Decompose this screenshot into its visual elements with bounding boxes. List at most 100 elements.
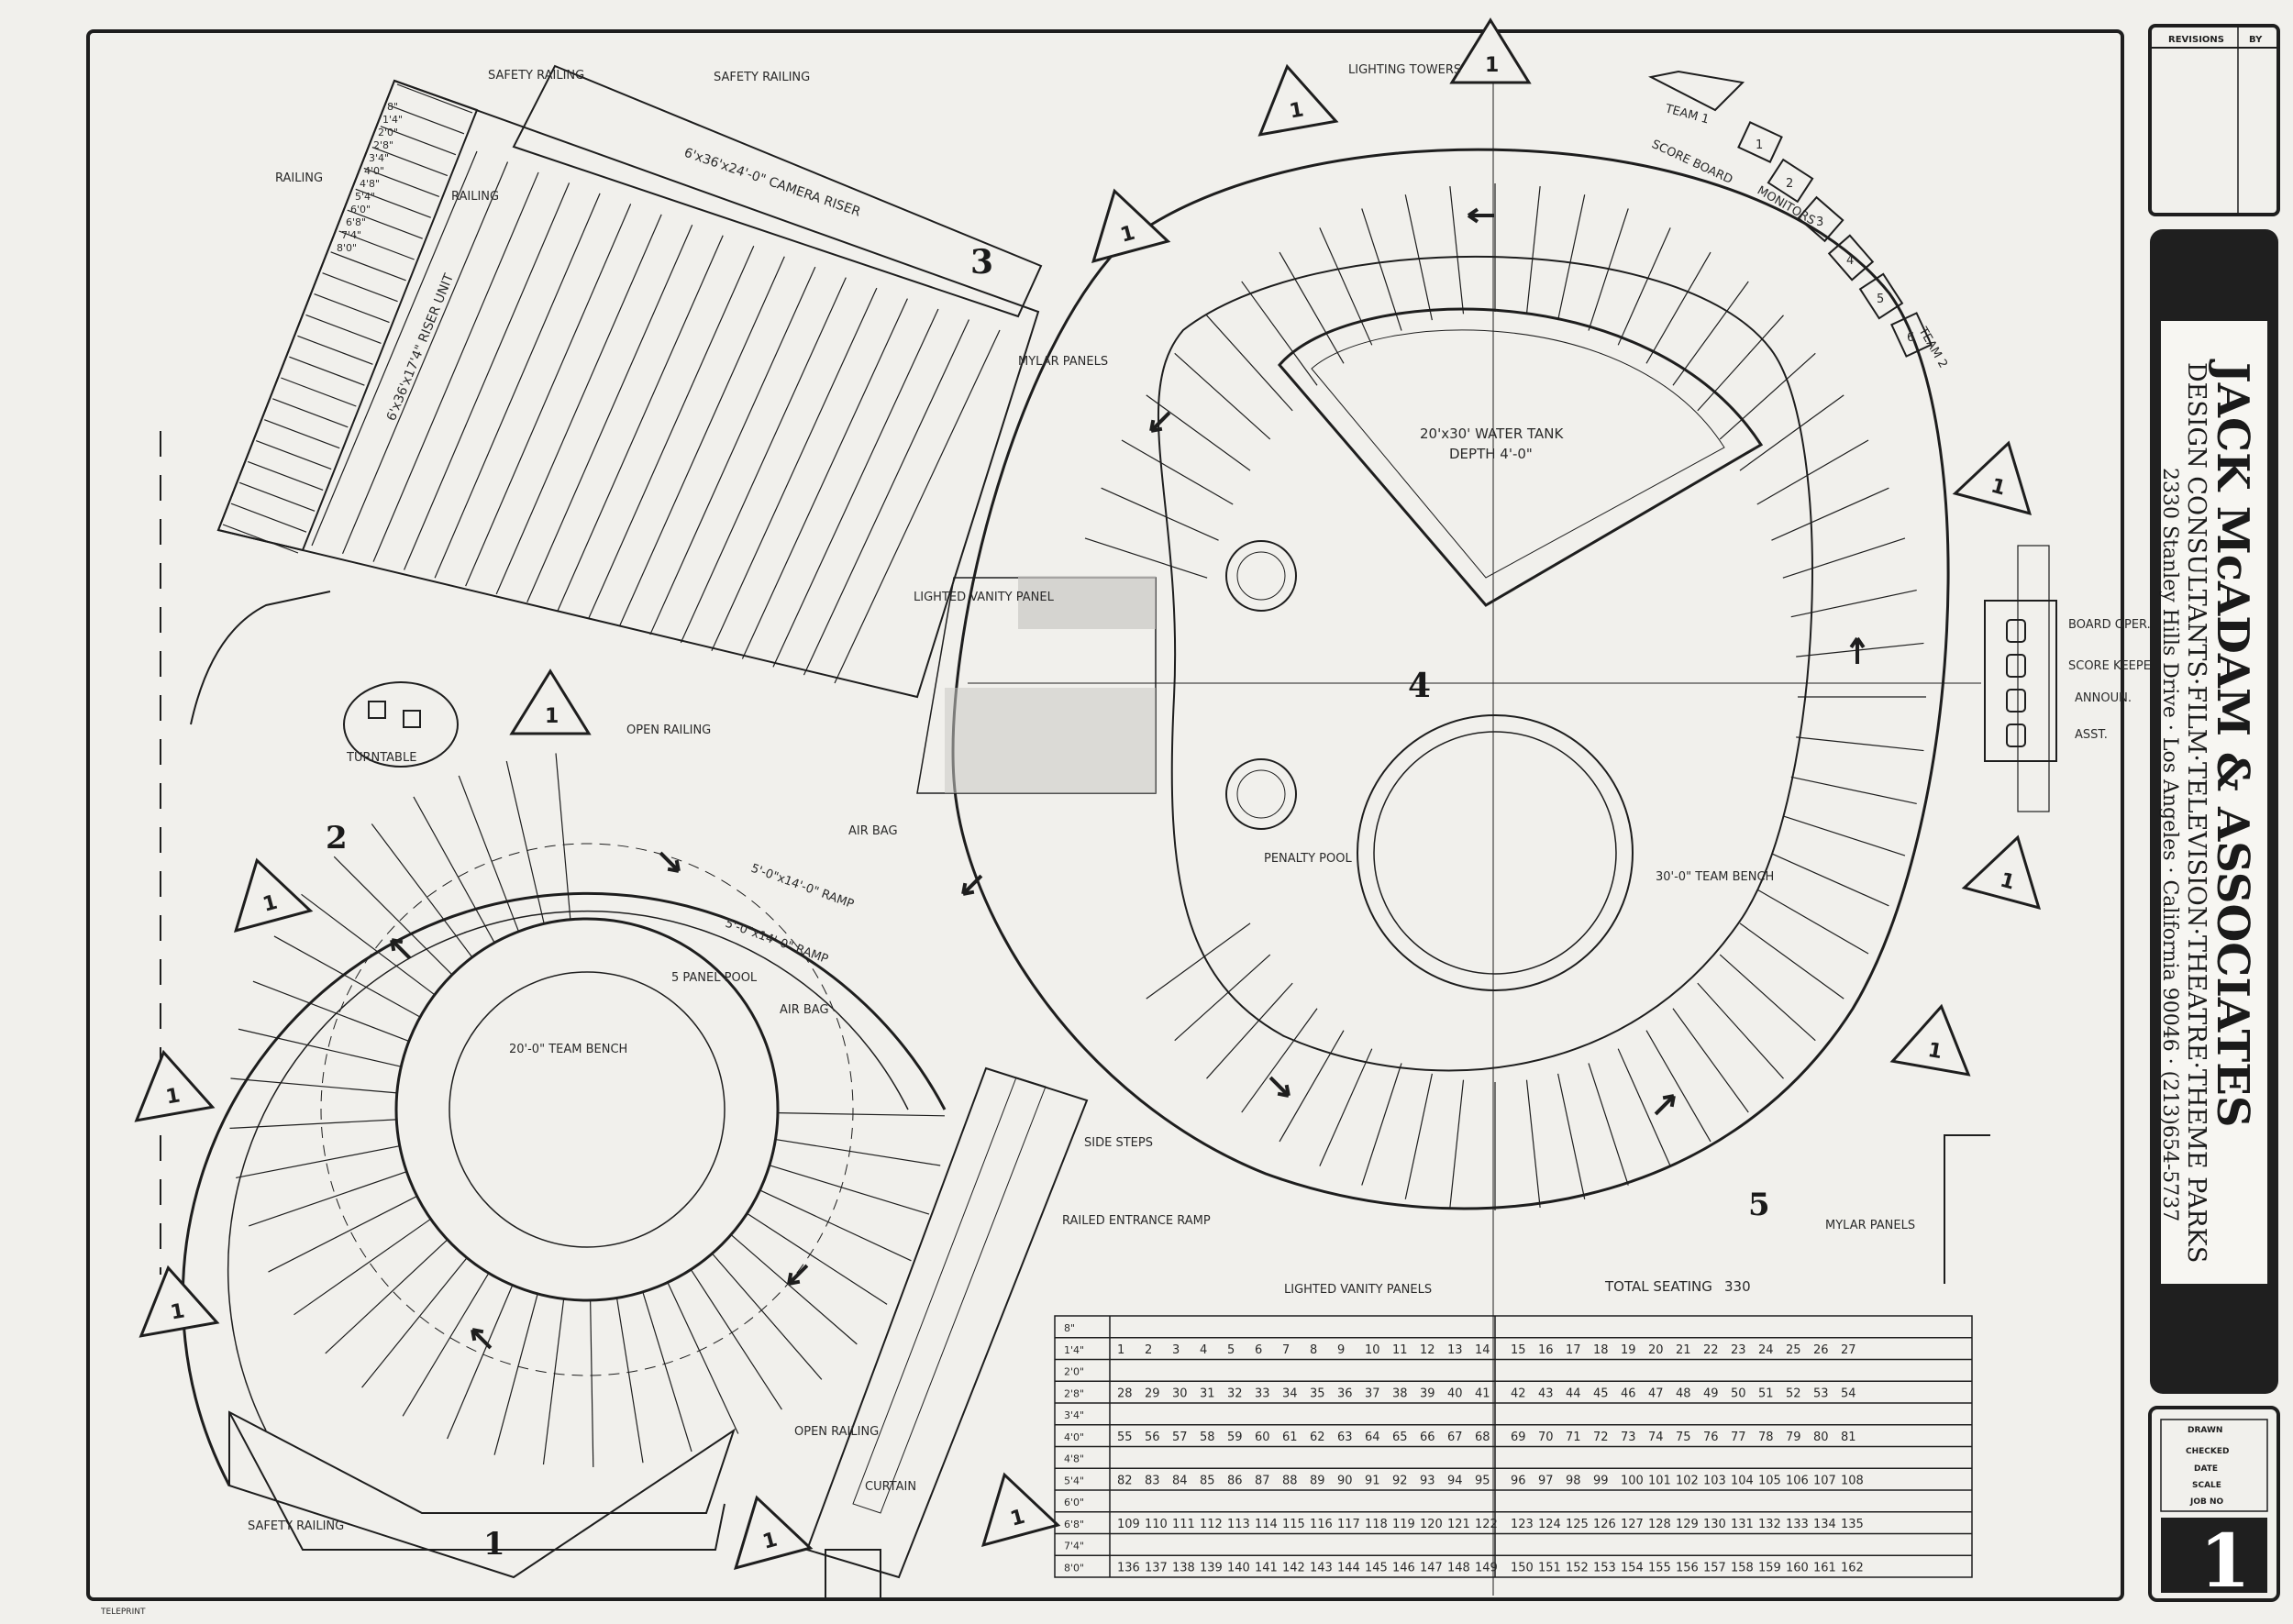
view-marker-triangle [1449, 17, 1532, 84]
seat-number: 116 [1310, 1518, 1333, 1531]
seat-number: 106 [1786, 1474, 1809, 1487]
section-2-label: 2 [326, 820, 348, 856]
monitor-box [1858, 272, 1904, 320]
callout-total-seating-value: 330 [1724, 1278, 1751, 1295]
seat-number: 46 [1621, 1386, 1636, 1400]
seat-number: 103 [1703, 1474, 1726, 1487]
seating-grid [1054, 1315, 1973, 1578]
view-marker-number: 1 [760, 1529, 780, 1554]
riser-height-label: 6'8" [346, 216, 366, 228]
seat-number: 97 [1538, 1474, 1554, 1487]
seat-number: 8 [1310, 1343, 1317, 1357]
seat-number: 99 [1593, 1474, 1609, 1487]
monitor-number: 2 [1786, 177, 1793, 191]
direction-arrow [659, 851, 681, 873]
turntable [343, 681, 459, 768]
seat-number: 80 [1813, 1431, 1829, 1444]
seat-number: 10 [1365, 1343, 1380, 1357]
riser-height-label: 5'4" [355, 191, 375, 203]
seat-number: 129 [1676, 1518, 1699, 1531]
callout-total-seating: TOTAL SEATING [1604, 1278, 1712, 1295]
direction-arrow [471, 1328, 493, 1350]
riser-height-label: 7'4" [341, 229, 361, 241]
seat-number: 102 [1676, 1474, 1699, 1487]
seat-number: 15 [1511, 1343, 1526, 1357]
seat-number: 125 [1566, 1518, 1589, 1531]
seat-number: 36 [1337, 1386, 1353, 1400]
seat-number: 105 [1758, 1474, 1781, 1487]
seat-number: 122 [1475, 1518, 1498, 1531]
seat-row-height: 8" [1064, 1322, 1075, 1334]
seat-number: 132 [1758, 1518, 1781, 1531]
seat-number: 74 [1648, 1431, 1664, 1444]
seat-number: 72 [1593, 1431, 1609, 1444]
callout-team-bench-2: 30'-0" TEAM BENCH [1656, 870, 1774, 884]
seat-number: 98 [1566, 1474, 1581, 1487]
monitor-box [1890, 312, 1933, 358]
callout-railing-2: RAILING [451, 190, 499, 204]
seat-number: 147 [1420, 1561, 1443, 1574]
seat-number: 86 [1227, 1474, 1243, 1487]
seat-number: 104 [1731, 1474, 1754, 1487]
checked-label: CHECKED [2186, 1447, 2229, 1456]
seat-number: 130 [1703, 1518, 1726, 1531]
callout-safety-railing-3: SAFETY RAILING [714, 71, 810, 84]
riser-height-label: 8'0" [337, 242, 357, 254]
firm-name: JACK McADAM & ASSOCIATES [2207, 362, 2258, 1128]
seat-number: 54 [1841, 1386, 1856, 1400]
seat-number: 153 [1593, 1561, 1616, 1574]
callout-air-bag-2: AIR BAG [780, 1003, 829, 1017]
view-marker-triangle [134, 1049, 216, 1122]
view-marker-number: 1 [1288, 98, 1305, 123]
seat-number: 148 [1447, 1561, 1470, 1574]
seat-number: 119 [1392, 1518, 1415, 1531]
riser-height-label: 4'8" [360, 178, 380, 190]
seat-number: 22 [1703, 1343, 1719, 1357]
seat-number: 2 [1145, 1343, 1152, 1357]
view-marker-triangle [1889, 1003, 1971, 1077]
seat-number: 49 [1703, 1386, 1719, 1400]
seat-number: 39 [1420, 1386, 1435, 1400]
seat-number: 37 [1365, 1386, 1380, 1400]
seat-number: 133 [1786, 1518, 1809, 1531]
seat-number: 111 [1172, 1518, 1195, 1531]
seat-number: 59 [1227, 1431, 1243, 1444]
callout-railing-1: RAILING [275, 171, 323, 185]
monitor-number: 4 [1846, 254, 1854, 268]
seat-number: 66 [1420, 1431, 1435, 1444]
seat-number: 144 [1337, 1561, 1360, 1574]
seat-number: 126 [1593, 1518, 1616, 1531]
seat-number: 53 [1813, 1386, 1829, 1400]
callout-panel-pool: 5 PANEL POOL [671, 971, 758, 985]
seat-number: 118 [1365, 1518, 1388, 1531]
direction-arrow [961, 874, 983, 896]
callout-penalty-pool: PENALTY POOL [1264, 852, 1352, 866]
callout-open-railing-1: OPEN RAILING [626, 724, 711, 737]
callout-safety-railing-2: SAFETY RAILING [488, 69, 584, 83]
seat-row-height: 4'0" [1064, 1431, 1084, 1443]
seat-row-height: 2'0" [1064, 1366, 1084, 1378]
view-marker-number: 1 [169, 1299, 186, 1324]
seat-number: 34 [1282, 1386, 1298, 1400]
sheet-border [86, 29, 2124, 1601]
seat-number: 87 [1255, 1474, 1270, 1487]
callout-board-oper: BOARD OPER. [2068, 618, 2151, 632]
seat-number: 91 [1365, 1474, 1380, 1487]
view-marker-number: 1 [1926, 1039, 1944, 1064]
view-marker-triangle [733, 1495, 814, 1570]
view-marker-triangle [1257, 63, 1339, 137]
seat-number: 139 [1200, 1561, 1223, 1574]
camera-riser-block [216, 64, 1043, 699]
seat-number: 30 [1172, 1386, 1188, 1400]
seat-number: 82 [1117, 1474, 1133, 1487]
seat-number: 3 [1172, 1343, 1180, 1357]
monitor-box [1827, 234, 1875, 282]
seat-number: 115 [1282, 1518, 1305, 1531]
seat-number: 38 [1392, 1386, 1408, 1400]
riser-height-label: 4'0" [364, 165, 384, 177]
seat-number: 159 [1758, 1561, 1781, 1574]
seat-number: 40 [1447, 1386, 1463, 1400]
view-marker-number: 1 [1988, 474, 2008, 500]
seat-number: 83 [1145, 1474, 1160, 1487]
seat-number: 113 [1227, 1518, 1250, 1531]
